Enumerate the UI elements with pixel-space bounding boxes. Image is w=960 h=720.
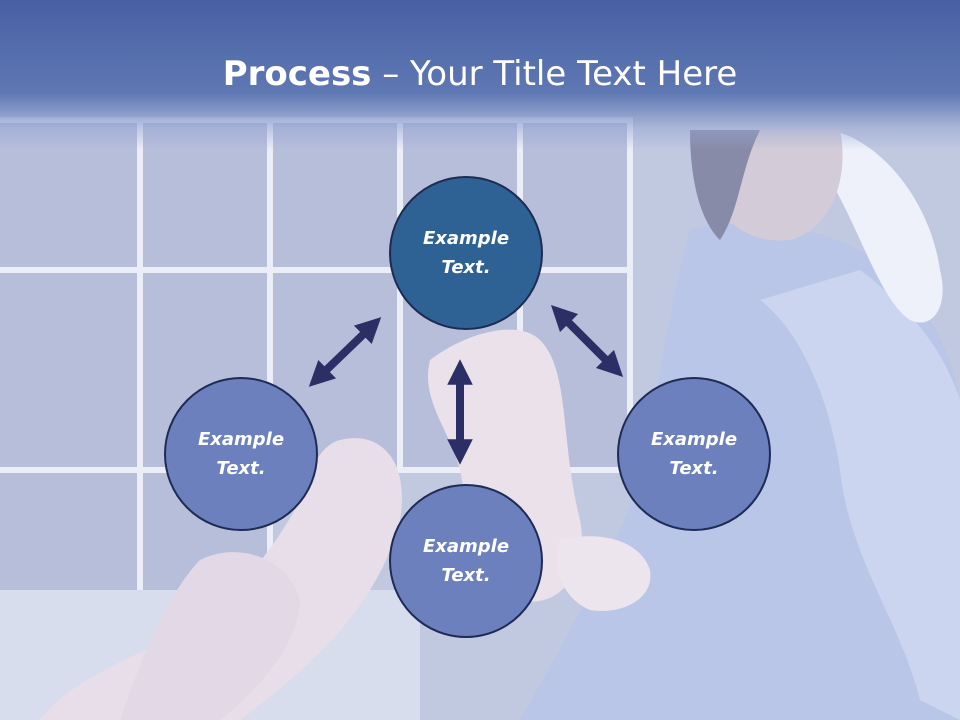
node-left-line2: Text. bbox=[216, 458, 266, 479]
title-rest: – Your Title Text Here bbox=[371, 54, 738, 94]
node-top-line2: Text. bbox=[441, 257, 491, 278]
node-top-line1: Example bbox=[422, 228, 510, 249]
slide-title: Process – Your Title Text Here bbox=[0, 52, 960, 96]
arrow-left-top bbox=[308, 317, 382, 387]
arrow-top-right bbox=[550, 304, 624, 378]
title-band bbox=[0, 0, 960, 150]
title-bold: Process bbox=[222, 54, 372, 94]
node-right-line2: Text. bbox=[669, 458, 719, 479]
node-right-line1: Example bbox=[650, 429, 738, 450]
node-bottom-line2: Text. bbox=[441, 565, 491, 586]
node-bottom-line1: Example bbox=[422, 536, 510, 557]
node-left-line1: Example bbox=[197, 429, 285, 450]
